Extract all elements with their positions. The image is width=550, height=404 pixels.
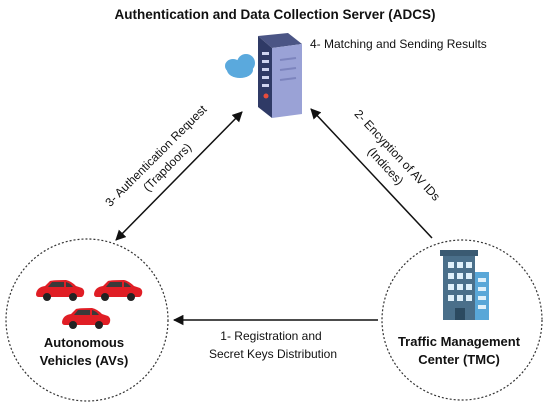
building-icon xyxy=(440,250,489,320)
step1-label-line1: 1- Registration and xyxy=(220,329,321,343)
av-node-circle xyxy=(5,238,169,402)
cloud-icon xyxy=(225,54,255,78)
car-icon xyxy=(36,280,85,301)
tmc-label-line1: Traffic Management xyxy=(398,334,521,349)
step3-arrow xyxy=(115,111,243,241)
tmc-label-line2: Center (TMC) xyxy=(418,352,500,367)
server-icon xyxy=(225,33,302,118)
step1-label-line2: Secret Keys Distribution xyxy=(209,347,337,361)
svg-text:2- Encyption of AV IDs: 2- Encyption of AV IDs xyxy=(352,107,444,204)
step2-label: 2- Encyption of AV IDs (Indices) xyxy=(352,107,444,204)
av-label-line1: Autonomous xyxy=(44,335,124,350)
step2-arrow xyxy=(310,108,433,239)
diagram-title: Authentication and Data Collection Serve… xyxy=(114,7,435,22)
step3-label: 3- Authentication Request (Trapdoors) xyxy=(102,102,210,210)
car-icon xyxy=(94,280,143,301)
av-label-line2: Vehicles (AVs) xyxy=(40,353,129,368)
step4-label: 4- Matching and Sending Results xyxy=(310,37,487,51)
tmc-node-circle xyxy=(381,239,543,401)
svg-text:3- Authentication Request: 3- Authentication Request xyxy=(102,102,210,210)
car-icon xyxy=(62,308,111,329)
